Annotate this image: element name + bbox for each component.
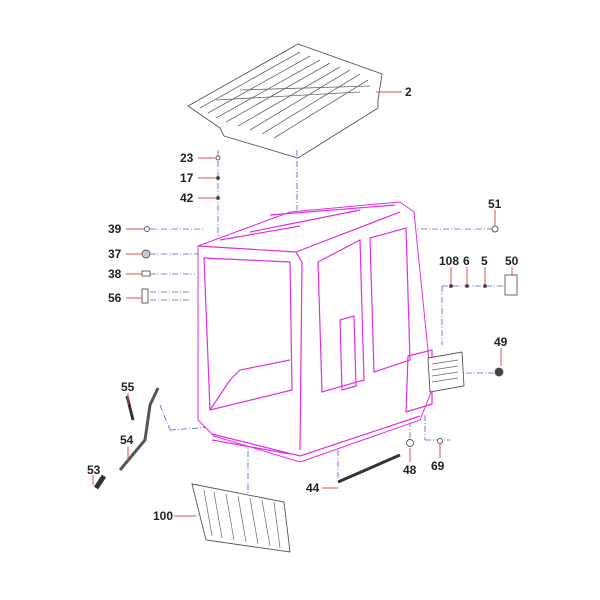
callout-51: 51 <box>488 197 502 211</box>
callout-49: 49 <box>494 335 508 349</box>
callout-69: 69 <box>431 459 445 473</box>
callout-108: 108 <box>439 254 459 268</box>
callout-5: 5 <box>481 254 488 268</box>
part-49 <box>494 367 504 377</box>
part-39 <box>144 226 150 232</box>
callout-6: 6 <box>463 254 470 268</box>
floor-panel-part-100 <box>191 483 291 553</box>
callout-37: 37 <box>108 247 122 261</box>
callout-2: 2 <box>405 85 412 99</box>
part-51 <box>491 225 499 233</box>
part-56 <box>141 288 149 304</box>
part-37 <box>141 249 151 259</box>
callout-53: 53 <box>87 463 101 477</box>
callout-100: 100 <box>153 509 173 523</box>
callout-54: 54 <box>120 433 134 447</box>
callout-56: 56 <box>108 291 122 305</box>
callout-55: 55 <box>121 380 135 394</box>
part-38 <box>141 270 151 277</box>
callout-48: 48 <box>403 463 417 477</box>
callout-17: 17 <box>180 171 194 185</box>
side-vent-part-50 <box>427 351 465 393</box>
callout-39: 39 <box>108 222 122 236</box>
part-17 <box>216 176 220 180</box>
part-69 <box>437 438 443 444</box>
callout-50: 50 <box>505 254 519 268</box>
callout-42: 42 <box>180 191 194 205</box>
part-42 <box>216 196 220 200</box>
cab-frame-part <box>197 201 433 463</box>
callout-23: 23 <box>180 151 194 165</box>
callout-38: 38 <box>108 267 122 281</box>
callout-44: 44 <box>306 481 320 495</box>
seal-strip-part-44 <box>337 453 401 484</box>
part-23 <box>215 155 221 161</box>
roof-panel-part <box>187 43 383 159</box>
part-50 <box>504 274 518 296</box>
part-48 <box>406 439 414 447</box>
